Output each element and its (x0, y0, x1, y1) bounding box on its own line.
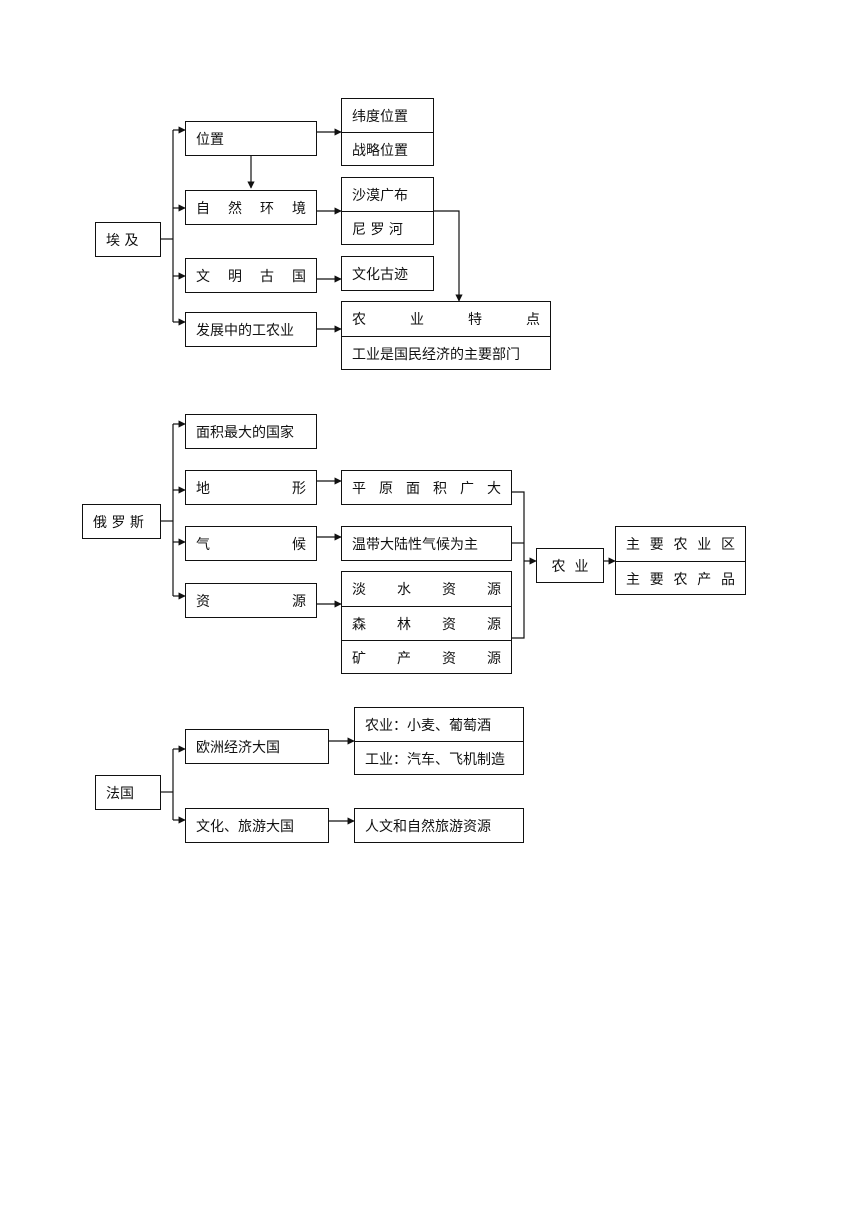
agri-char: 主 (626, 537, 640, 553)
plains-char: 平 (352, 480, 366, 497)
egypt-industry: 发展中的工农业 (185, 312, 317, 347)
resource-char: 资 (442, 616, 456, 633)
france-agriculture: 农业：小麦、葡萄酒 (365, 717, 491, 734)
france-tourism-resources: 人文和自然旅游资源 (354, 808, 524, 843)
resources-char: 源 (292, 593, 306, 610)
agri-char: 要 (649, 537, 664, 553)
main-agri-products: 主 要 农 产 品 (616, 561, 745, 595)
france-culture-tourism: 文化、旅游大国 (185, 808, 329, 843)
egypt-industry-items: 农 业 特 点 工业是国民经济的主要部门 (341, 301, 551, 370)
resource-char: 矿 (352, 650, 366, 667)
agri-feature-char: 特 (468, 312, 482, 328)
russia-terrain: 地 形 (185, 470, 317, 505)
mineral-resources: 矿 产 资 源 (342, 640, 511, 674)
agri-char: 要 (649, 571, 664, 588)
forest-resources: 森 林 资 源 (342, 606, 511, 640)
resource-char: 产 (397, 650, 411, 667)
desert-widespread: 沙漠广布 (352, 187, 408, 204)
resources-char: 资 (196, 593, 210, 610)
plains-char: 广 (460, 480, 474, 497)
nile-river: 尼 罗 河 (342, 211, 433, 245)
agri-feature-char: 点 (526, 312, 540, 328)
resource-char: 淡 (352, 582, 366, 598)
egypt-nature-char: 然 (228, 200, 242, 217)
latitude-location: 纬度位置 (352, 108, 408, 125)
resource-char: 资 (442, 650, 456, 667)
egypt-nature: 自 然 环 境 (185, 190, 317, 225)
climate-char: 气 (196, 536, 210, 553)
plains-char: 面 (406, 480, 420, 497)
russia-agri-items: 主 要 农 业 区 主 要 农 产 品 (615, 526, 746, 595)
terrain-char: 形 (292, 480, 306, 497)
russia-resource-items: 淡 水 资 源 森 林 资 源 矿 产 资 源 (341, 571, 512, 674)
resource-char: 资 (442, 582, 456, 598)
main-agri-regions: 主 要 农 业 区 (616, 527, 745, 561)
egypt-location-items: 纬度位置 战略位置 (341, 98, 434, 166)
plains-char: 积 (433, 480, 447, 497)
egypt-cultural-relics: 文化古迹 (341, 256, 434, 291)
egypt-civ-char: 明 (228, 268, 242, 285)
russia-climate: 气 候 (185, 526, 317, 561)
egypt-nature-char: 境 (292, 200, 306, 217)
egypt-civ-char: 国 (292, 268, 306, 285)
egypt-root: 埃 及 (95, 222, 161, 257)
agri-char: 农 (673, 571, 688, 588)
agri-char: 农 (673, 537, 688, 553)
egypt-civ-char: 古 (260, 268, 274, 285)
france-economy: 欧洲经济大国 (185, 729, 329, 764)
resource-char: 森 (352, 616, 366, 633)
resource-char: 源 (487, 616, 501, 633)
egypt-location: 位置 (185, 121, 317, 156)
russia-plains: 平 原 面 积 广 大 (341, 470, 512, 505)
egypt-nature-char: 环 (260, 200, 274, 217)
france-economy-items: 农业：小麦、葡萄酒 工业：汽车、飞机制造 (354, 707, 524, 775)
egypt-civ-char: 文 (196, 268, 210, 285)
agri-feature-char: 农 (352, 312, 366, 328)
egypt-civilization: 文 明 古 国 (185, 258, 317, 293)
climate-char: 候 (292, 536, 306, 553)
egypt-nature-char: 自 (196, 200, 210, 217)
industry-main-sector: 工业是国民经济的主要部门 (342, 336, 550, 370)
france-industry: 工业：汽车、飞机制造 (355, 741, 523, 775)
agri-char: 品 (721, 571, 735, 588)
resource-char: 源 (487, 582, 501, 598)
russia-resources: 资 源 (185, 583, 317, 618)
resource-char: 林 (397, 616, 411, 633)
russia-root: 俄 罗 斯 (82, 504, 161, 539)
agri-char: 业 (697, 537, 712, 553)
agri-char: 主 (626, 571, 640, 588)
terrain-char: 地 (196, 480, 210, 497)
agri-char: 区 (721, 537, 735, 553)
france-root: 法国 (95, 775, 161, 810)
freshwater-resources: 淡 水 资 源 (342, 572, 511, 606)
russia-largest-country: 面积最大的国家 (185, 414, 317, 449)
agri-feature-char: 业 (410, 312, 424, 328)
plains-char: 原 (379, 480, 393, 497)
russia-continental-climate: 温带大陆性气候为主 (341, 526, 512, 561)
egypt-nature-items: 沙漠广布 尼 罗 河 (341, 177, 434, 245)
agri-features: 农 业 特 点 (342, 302, 550, 336)
resource-char: 源 (487, 650, 501, 667)
agri-char: 产 (697, 571, 712, 588)
plains-char: 大 (487, 480, 501, 497)
russia-agriculture: 农 业 (536, 548, 604, 583)
resource-char: 水 (397, 582, 411, 598)
strategic-location: 战略位置 (342, 132, 433, 166)
